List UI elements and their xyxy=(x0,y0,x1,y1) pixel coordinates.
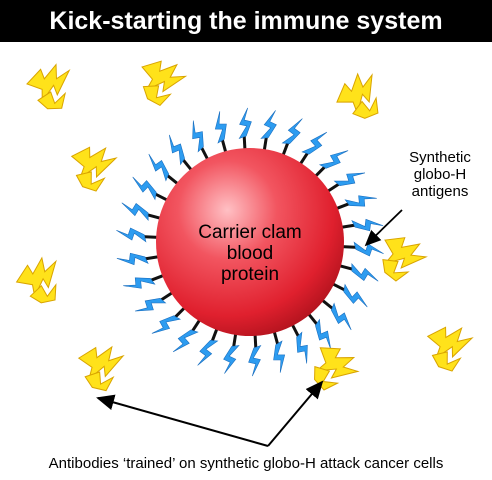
antigen-spike-icon xyxy=(326,172,365,193)
caption: Antibodies ‘trained’ on synthetic globo-… xyxy=(48,455,444,472)
antigen-spike-icon xyxy=(214,111,228,154)
antigen-spike-icon xyxy=(116,252,160,266)
antigen-spike-icon xyxy=(335,195,377,211)
antibody-icon xyxy=(426,326,474,372)
antigen-spike-icon xyxy=(192,120,210,161)
antigen-spike-icon xyxy=(169,134,194,172)
antigen-spike-icon xyxy=(197,327,219,366)
antigen-spike-icon xyxy=(223,332,240,374)
antigen-label: Synthetic globo-H antigens xyxy=(390,149,490,200)
antigen-spike-icon xyxy=(341,241,384,257)
protein-sphere xyxy=(156,148,344,336)
antibody-icon xyxy=(26,63,71,110)
antigen-spike-icon xyxy=(123,273,165,289)
caption-arrow-right xyxy=(267,380,324,447)
caption-arrow-left xyxy=(96,394,269,447)
antigen-spike-icon xyxy=(290,323,308,364)
antigen-label-line: Synthetic xyxy=(409,149,471,166)
antigen-spike-icon xyxy=(148,153,180,186)
antigen-spikes xyxy=(116,107,384,377)
antigen-spike-icon xyxy=(135,291,174,312)
antigen-label-line: antigens xyxy=(411,183,469,200)
antigen-spike-icon xyxy=(172,318,202,353)
antigen-spike-icon xyxy=(306,312,331,350)
antibody-icon xyxy=(314,347,360,391)
antigen-spike-icon xyxy=(116,227,159,243)
antigen-spike-icon xyxy=(260,110,277,152)
antigen-label-line: globo-H xyxy=(413,166,467,183)
antibody-icon xyxy=(70,146,118,192)
antigen-spike-icon xyxy=(281,118,303,157)
antigen-spike-icon xyxy=(313,150,349,178)
antigen-pointer-arrow xyxy=(364,209,403,247)
antibody-icon xyxy=(15,256,57,304)
antigen-spike-icon xyxy=(121,202,162,222)
antigen-spike-icon xyxy=(340,218,384,232)
antibody-icon xyxy=(336,72,379,119)
antigen-spike-icon xyxy=(238,107,252,151)
antigen-spike-icon xyxy=(272,330,286,373)
antibody-icon xyxy=(77,345,125,392)
protein-label: Carrier clam blood protein xyxy=(185,222,315,285)
antigen-spike-icon xyxy=(151,306,187,334)
antigen-spike-icon xyxy=(338,262,379,282)
antigen-spike-icon xyxy=(132,176,169,202)
antibody-icon xyxy=(382,237,428,282)
antibody-icon xyxy=(141,60,188,107)
antigen-spike-icon xyxy=(248,333,262,377)
antigen-spike-icon xyxy=(298,131,328,166)
antigen-spike-icon xyxy=(320,298,352,331)
protein-label-line: protein xyxy=(220,264,280,285)
protein-label-line: Carrier clam xyxy=(198,222,302,243)
protein-label-line: blood xyxy=(226,243,274,264)
antigen-spike-icon xyxy=(331,282,368,308)
page-title: Kick-starting the immune system xyxy=(0,0,492,42)
